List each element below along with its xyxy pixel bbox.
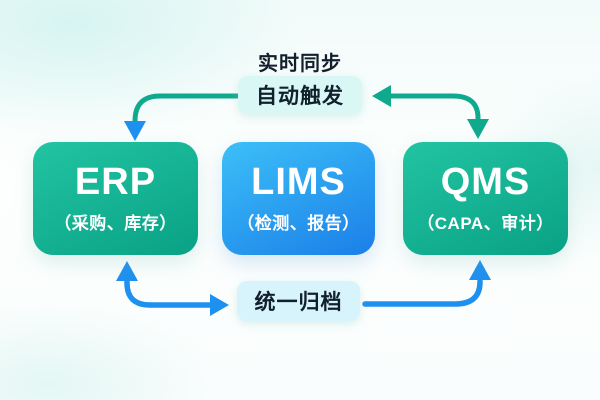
- node-erp-subtitle: （采购、库存）: [54, 214, 177, 234]
- arrowhead-up-icon: [116, 261, 138, 281]
- arrowhead-left-icon: [372, 85, 391, 107]
- arrowhead-up-icon: [469, 260, 491, 280]
- auto-trigger-badge: 自动触发: [238, 76, 362, 114]
- unified-archive-badge: 统一归档: [237, 281, 360, 321]
- arrow-trigger-to-erp: [124, 93, 241, 141]
- node-qms-subtitle: （CAPA、审计）: [417, 214, 554, 234]
- arrow-archive-to-qms: [362, 260, 491, 307]
- arrowhead-down-icon: [124, 121, 146, 141]
- arrow-erp-to-archive: [116, 261, 229, 316]
- arrowhead-right-icon: [210, 294, 229, 316]
- realtime-sync-label: 实时同步: [258, 52, 342, 75]
- node-erp: ERP （采购、库存）: [33, 142, 198, 255]
- arrow-qms-to-trigger: [372, 85, 489, 139]
- arrowhead-down-icon: [467, 119, 489, 139]
- node-lims-subtitle: （检测、报告）: [237, 214, 360, 234]
- node-qms: QMS （CAPA、审计）: [403, 142, 568, 255]
- node-lims-title: LIMS: [251, 160, 346, 203]
- node-qms-title: QMS: [440, 160, 531, 203]
- node-erp-title: ERP: [74, 160, 157, 203]
- node-lims: LIMS （检测、报告）: [222, 142, 375, 255]
